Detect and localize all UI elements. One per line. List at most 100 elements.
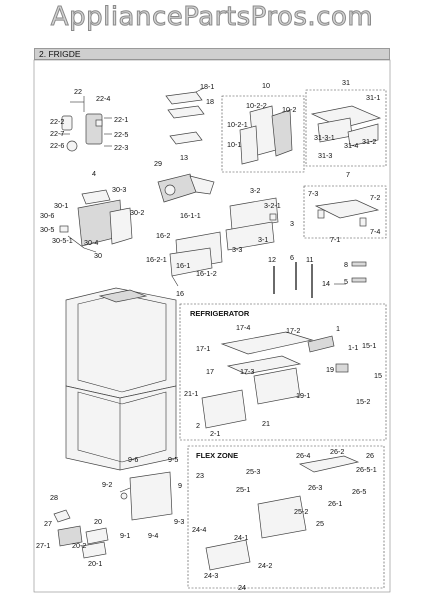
label-20-2: 20-2: [72, 541, 86, 550]
label-24: 24: [238, 583, 246, 592]
label-22: 22: [74, 87, 82, 96]
label-9-3: 9-3: [174, 517, 184, 526]
label-3-2-1: 3-2-1: [264, 201, 281, 210]
part-group-22: [60, 96, 112, 152]
part-group-10: [221, 95, 305, 173]
label-25-1: 25-1: [236, 485, 250, 494]
part-group-31: [305, 89, 387, 167]
flex-zone-section: [187, 445, 385, 589]
label-27-1: 27-1: [36, 541, 50, 550]
part-group-18: [165, 87, 205, 145]
label-10-2-2: 10-2-2: [246, 101, 267, 110]
label-2-1: 2-1: [210, 429, 220, 438]
label-17-3: 17-3: [240, 367, 254, 376]
label-26-1: 26-1: [328, 499, 342, 508]
label-10-1: 10-1: [227, 140, 241, 149]
label-22-4: 22-4: [96, 94, 110, 103]
label-20: 20: [94, 517, 102, 526]
label-9-1: 9-1: [120, 531, 130, 540]
label-1-1: 1-1: [348, 343, 358, 352]
label-24-4: 24-4: [192, 525, 206, 534]
label-30-1: 30-1: [54, 201, 68, 210]
part-labels: 22 22-4 22-2 22-1 22-7 22-5 22-6 22-3 18…: [36, 78, 382, 592]
label-20-1: 20-1: [88, 559, 102, 568]
label-18: 18: [206, 97, 214, 106]
label-26-3: 26-3: [308, 483, 322, 492]
diagram-header: 2. FRIGDE: [34, 48, 390, 60]
label-24-2: 24-2: [258, 561, 272, 570]
label-30-3: 30-3: [112, 185, 126, 194]
label-8: 8: [344, 260, 348, 269]
label-18-1: 18-1: [200, 82, 214, 91]
label-15-2: 15-2: [356, 397, 370, 406]
label-17: 17: [206, 367, 214, 376]
label-9: 9: [178, 481, 182, 490]
label-31-2: 31-2: [362, 137, 376, 146]
label-21-1: 21-1: [184, 389, 198, 398]
label-25-2: 25-2: [294, 507, 308, 516]
part-group-30: [59, 189, 133, 253]
label-1: 1: [336, 324, 340, 333]
label-26: 26: [366, 451, 374, 460]
part-group-27-28-20: [53, 509, 109, 559]
part-group-small-hardware: [273, 261, 367, 298]
label-9-4: 9-4: [148, 531, 158, 540]
section-label-flex-zone: FLEX ZONE: [196, 451, 238, 460]
label-16: 16: [176, 289, 184, 298]
label-10-2-1: 10-2-1: [227, 120, 248, 129]
label-16-1: 16-1: [176, 261, 190, 270]
label-30-5-1: 30-5-1: [52, 236, 73, 245]
label-12: 12: [268, 255, 276, 264]
label-22-3: 22-3: [114, 143, 128, 152]
label-11: 11: [306, 255, 313, 264]
label-26-2: 26-2: [330, 447, 344, 456]
part-group-3: [225, 197, 279, 251]
label-15: 15: [374, 371, 382, 380]
label-5: 5: [344, 277, 348, 286]
label-30-6: 30-6: [40, 211, 54, 220]
label-31-3: 31-3: [318, 151, 332, 160]
label-17-4: 17-4: [236, 323, 250, 332]
section-label-refrigerator: REFRIGERATOR: [190, 309, 250, 318]
label-24-3: 24-3: [204, 571, 218, 580]
part-group-9: [119, 471, 173, 521]
label-30-5: 30-5: [40, 225, 54, 234]
label-29: 29: [154, 159, 162, 168]
label-26-5: 26-5: [352, 487, 366, 496]
label-9-5: 9-5: [168, 455, 178, 464]
label-6: 6: [290, 253, 294, 262]
label-7: 7: [346, 170, 350, 179]
label-30-4: 30-4: [84, 238, 98, 247]
label-25-3: 25-3: [246, 467, 260, 476]
refrigerator-section: [179, 303, 387, 441]
label-3-1: 3-1: [258, 235, 268, 244]
label-16-1-2: 16-1-2: [196, 269, 217, 278]
label-31: 31: [342, 78, 350, 87]
refrigerator-cabinet: [65, 287, 177, 471]
watermark-banner: AppliancePartsPros.com: [0, 0, 424, 48]
label-28: 28: [50, 493, 58, 502]
label-26-5-1: 26-5-1: [356, 465, 377, 474]
label-22-7: 22-7: [50, 129, 64, 138]
label-31-3-1: 31-3-1: [314, 133, 335, 142]
label-3-2: 3-2: [250, 186, 260, 195]
label-16-2: 16-2: [156, 231, 170, 240]
label-24-1: 24-1: [234, 533, 248, 542]
label-9-2: 9-2: [102, 480, 112, 489]
label-2: 2: [196, 421, 200, 430]
label-14: 14: [322, 279, 330, 288]
label-19: 19: [326, 365, 334, 374]
label-10: 10: [262, 81, 270, 90]
label-27: 27: [44, 519, 52, 528]
label-10-2: 10-2: [282, 105, 296, 114]
label-13: 13: [180, 153, 188, 162]
label-17-1: 17-1: [196, 344, 210, 353]
label-17-2: 17-2: [286, 326, 300, 335]
label-9-6: 9-6: [128, 455, 138, 464]
label-4: 4: [92, 169, 96, 178]
label-31-4: 31-4: [344, 141, 358, 150]
label-7-2: 7-2: [370, 193, 380, 202]
diagram-frame: [33, 59, 391, 593]
